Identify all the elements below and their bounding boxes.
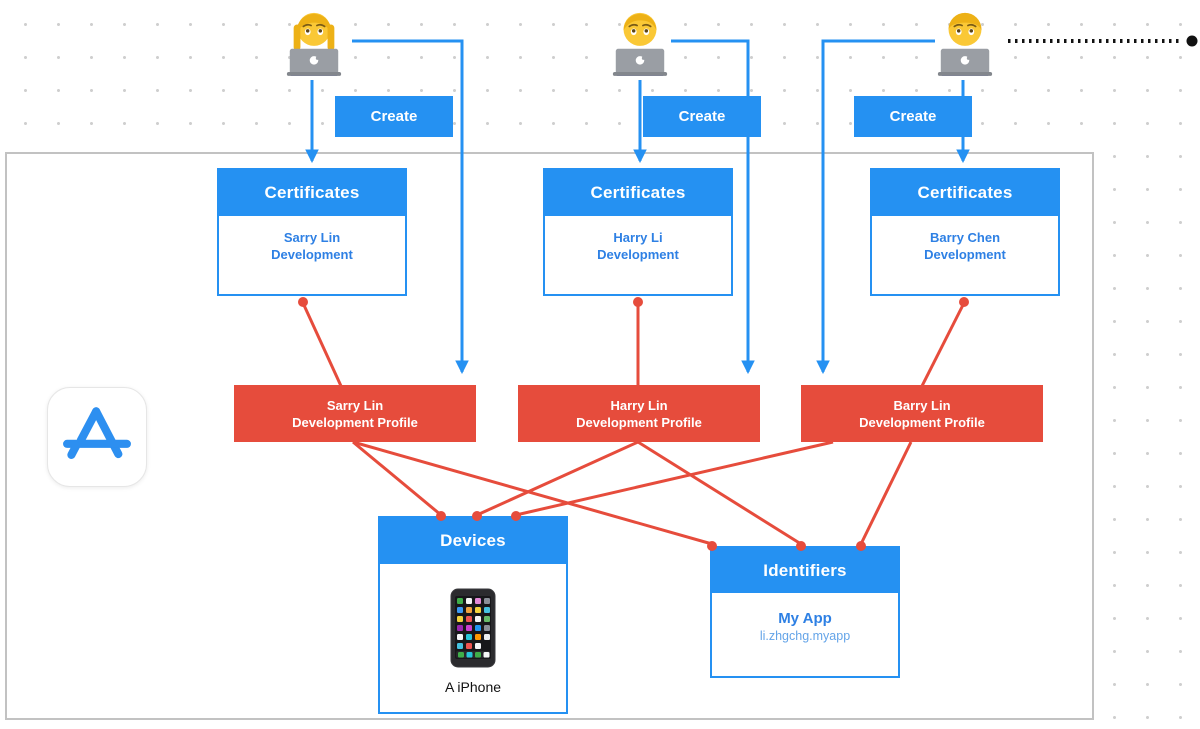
identifiers-title: Identifiers	[712, 548, 898, 593]
devices-node[interactable]: Devices A iPhone	[378, 516, 568, 714]
create-button-2[interactable]: Create	[643, 96, 761, 137]
certificates-title: Certificates	[219, 170, 405, 216]
dotted-lead-endpoint	[1186, 35, 1198, 47]
person-technologist-emoji	[612, 12, 668, 76]
certificate-name: Harry Li	[613, 230, 663, 245]
woman-technologist-emoji	[286, 12, 342, 76]
devices-title: Devices	[380, 518, 566, 564]
identifier-bundle-id: li.zhgchg.myapp	[759, 629, 851, 643]
certificate-type: Development	[597, 247, 679, 262]
profile-node-2[interactable]: Harry Lin Development Profile	[518, 385, 760, 442]
man-technologist-emoji	[937, 12, 993, 76]
profile-node-1[interactable]: Sarry Lin Development Profile	[234, 385, 476, 442]
device-label: A iPhone	[444, 679, 502, 695]
create-button-3[interactable]: Create	[854, 96, 972, 137]
profile-type: Development Profile	[292, 414, 418, 430]
profile-type: Development Profile	[576, 414, 702, 430]
profile-name: Barry Lin	[893, 397, 951, 413]
app-store-icon	[47, 387, 147, 487]
app-store-glyph	[63, 407, 131, 459]
profile-node-3[interactable]: Barry Lin Development Profile	[801, 385, 1043, 442]
certificate-type: Development	[271, 247, 353, 262]
certificates-node-1[interactable]: Certificates Sarry Lin Development	[217, 168, 407, 296]
create-button-1[interactable]: Create	[335, 96, 453, 137]
certificates-node-3[interactable]: Certificates Barry Chen Development	[870, 168, 1060, 296]
identifier-app-name: My App	[778, 610, 832, 627]
iphone-emoji	[450, 588, 496, 668]
certificates-title: Certificates	[872, 170, 1058, 216]
profile-name: Sarry Lin	[326, 397, 384, 413]
certificate-name: Barry Chen	[929, 230, 1001, 245]
certificates-title: Certificates	[545, 170, 731, 216]
profile-name: Harry Lin	[610, 397, 668, 413]
certificates-node-2[interactable]: Certificates Harry Li Development	[543, 168, 733, 296]
profile-type: Development Profile	[859, 414, 985, 430]
certificate-type: Development	[924, 247, 1006, 262]
certificate-name: Sarry Lin	[283, 230, 341, 245]
identifiers-node[interactable]: Identifiers My App li.zhgchg.myapp	[710, 546, 900, 678]
